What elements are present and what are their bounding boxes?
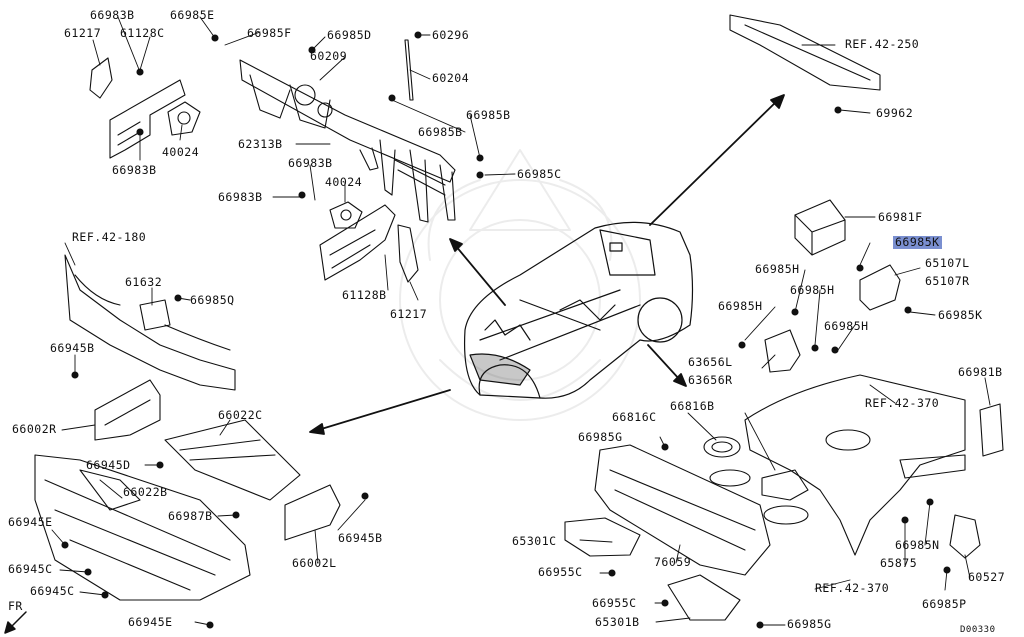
label-60296[interactable]: 60296 xyxy=(432,28,470,42)
label-66985N[interactable]: 66985N xyxy=(895,538,940,552)
label-66983B-mid[interactable]: 66983B xyxy=(288,156,333,170)
floor-ref-42-370 xyxy=(744,374,966,556)
label-66955C-a[interactable]: 66955C xyxy=(538,565,583,579)
label-66985G-a[interactable]: 66985G xyxy=(578,430,623,444)
label-66945D[interactable]: 66945D xyxy=(86,458,131,472)
gasket-40024-top xyxy=(167,101,201,136)
label-76059[interactable]: 76059 xyxy=(654,555,692,569)
label-60204[interactable]: 60204 xyxy=(432,71,470,85)
label-66983B-left[interactable]: 66983B xyxy=(112,163,157,177)
label-61128C[interactable]: 61128C xyxy=(120,26,165,40)
label-66945C-b[interactable]: 66945C xyxy=(30,584,75,598)
label-69962[interactable]: 69962 xyxy=(876,106,914,120)
cover-61217-top xyxy=(89,57,113,99)
ref-42-250-beam xyxy=(729,14,881,91)
undercover-65301B xyxy=(667,574,741,621)
label-66985G-b[interactable]: 66985G xyxy=(787,617,832,631)
bracket-66002L xyxy=(284,484,341,541)
label-66002L[interactable]: 66002L xyxy=(292,556,337,570)
label-66985F[interactable]: 66985F xyxy=(247,26,292,40)
label-66022C[interactable]: 66022C xyxy=(218,408,263,422)
ref-42-180-beam xyxy=(64,254,236,391)
bracket-61128C xyxy=(109,79,186,159)
label-63656R[interactable]: 63656R xyxy=(688,373,733,387)
label-65107R[interactable]: 65107R xyxy=(925,274,970,288)
label-60209[interactable]: 60209 xyxy=(310,49,348,63)
label-65301B[interactable]: 65301B xyxy=(595,615,640,629)
label-66945E-a[interactable]: 66945E xyxy=(8,515,53,529)
label-62313B[interactable]: 62313B xyxy=(238,137,283,151)
label-40024-top[interactable]: 40024 xyxy=(162,145,200,159)
undercover-66022B xyxy=(34,454,251,601)
undercover-65301C xyxy=(564,517,641,557)
label-63656L[interactable]: 63656L xyxy=(688,355,733,369)
label-66981F[interactable]: 66981F xyxy=(878,210,923,224)
label-66002R[interactable]: 66002R xyxy=(12,422,57,436)
bracket-65107 xyxy=(859,264,901,311)
watermark-emblem xyxy=(399,149,641,421)
label-66955C-b[interactable]: 66955C xyxy=(592,596,637,610)
label-66985K[interactable]: 66985K xyxy=(938,308,983,322)
label-61217-top[interactable]: 61217 xyxy=(64,26,102,40)
label-66985K-highlighted[interactable]: 66985K xyxy=(893,235,942,249)
label-66022B[interactable]: 66022B xyxy=(123,485,168,499)
leader-lines xyxy=(51,16,991,626)
cover-61217-mid xyxy=(397,224,419,283)
label-66983B-low[interactable]: 66983B xyxy=(218,190,263,204)
label-66983B-top[interactable]: 66983B xyxy=(90,8,135,22)
label-66985H-c[interactable]: 66985H xyxy=(718,299,763,313)
label-66945E-b[interactable]: 66945E xyxy=(128,615,173,629)
label-65875[interactable]: 65875 xyxy=(880,556,918,570)
label-66985H-d[interactable]: 66985H xyxy=(824,319,869,333)
label-66985P[interactable]: 66985P xyxy=(922,597,967,611)
label-66985D[interactable]: 66985D xyxy=(327,28,372,42)
label-66985H-a[interactable]: 66985H xyxy=(755,262,800,276)
pad-66981B xyxy=(979,403,1004,457)
gasket-40024-mid xyxy=(329,201,363,229)
bracket-66002R xyxy=(94,379,161,441)
drawing-id: D00330 xyxy=(960,625,996,635)
label-66981B[interactable]: 66981B xyxy=(958,365,1003,379)
label-61632[interactable]: 61632 xyxy=(125,275,163,289)
panel-76059 xyxy=(594,444,771,576)
front-direction-arrow xyxy=(4,611,27,634)
label-65107L[interactable]: 65107L xyxy=(925,256,970,270)
label-ref-42-370-b[interactable]: REF.42-370 xyxy=(815,581,890,595)
label-66816B[interactable]: 66816B xyxy=(670,399,715,413)
bracket-60527 xyxy=(949,514,981,559)
label-66987B[interactable]: 66987B xyxy=(168,509,213,523)
grommets-66816 xyxy=(703,436,809,525)
label-66945C-a[interactable]: 66945C xyxy=(8,562,53,576)
vehicle-overview xyxy=(463,221,694,399)
bracket-61128B xyxy=(319,204,396,281)
label-65301C[interactable]: 65301C xyxy=(512,534,557,548)
label-66985H-b[interactable]: 66985H xyxy=(790,283,835,297)
label-66985B-a[interactable]: 66985B xyxy=(466,108,511,122)
label-66985Q[interactable]: 66985Q xyxy=(190,293,235,307)
bracket-63656 xyxy=(764,329,801,373)
label-61128B[interactable]: 61128B xyxy=(342,288,387,302)
label-66985C[interactable]: 66985C xyxy=(517,167,562,181)
label-60527[interactable]: 60527 xyxy=(968,570,1006,584)
crossmember-assembly xyxy=(239,39,456,223)
label-ref-42-370-a[interactable]: REF.42-370 xyxy=(865,396,940,410)
label-ref-42-250[interactable]: REF.42-250 xyxy=(845,37,920,51)
label-fr: FR xyxy=(8,599,23,613)
bracket-61632 xyxy=(139,299,171,331)
undercover-66022C xyxy=(164,419,301,501)
pad-66981F xyxy=(794,199,846,256)
label-66816C[interactable]: 66816C xyxy=(612,410,657,424)
pointer-arrows xyxy=(309,94,785,435)
label-66945B-b[interactable]: 66945B xyxy=(338,531,383,545)
label-ref-42-180[interactable]: REF.42-180 xyxy=(72,230,147,244)
label-66985E[interactable]: 66985E xyxy=(170,8,215,22)
label-61217-mid[interactable]: 61217 xyxy=(390,307,428,321)
label-66945B-a[interactable]: 66945B xyxy=(50,341,95,355)
label-40024-mid[interactable]: 40024 xyxy=(325,175,363,189)
label-66985B-b[interactable]: 66985B xyxy=(418,125,463,139)
